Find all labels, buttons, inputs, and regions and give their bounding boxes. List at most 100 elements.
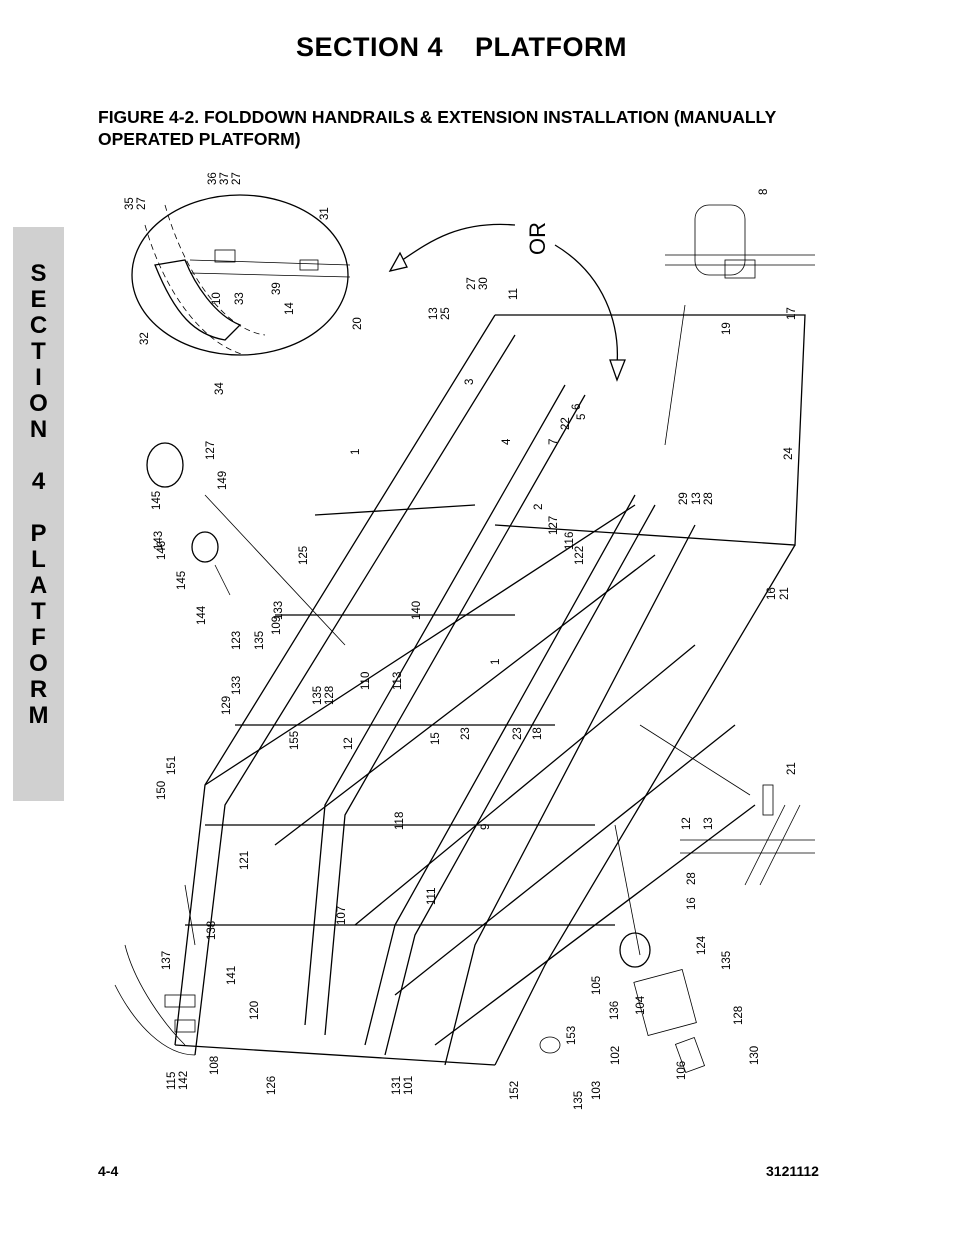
callout-label: 12 <box>343 737 355 750</box>
callout-label: 9 <box>480 824 492 830</box>
callout-label: 31 <box>319 207 331 220</box>
handrail-tube-detail <box>154 259 242 341</box>
side-tab-letter: M <box>28 702 49 729</box>
callout-label: 24 <box>783 447 795 460</box>
callout-label: 121 <box>239 851 251 870</box>
callout-label: 10 <box>211 292 223 305</box>
callout-label: 138 <box>206 921 218 940</box>
callout-label: 25 <box>440 307 452 320</box>
callout-label: 135 <box>721 951 733 970</box>
callout-label: 126 <box>266 1076 278 1095</box>
right-detail-top <box>665 204 815 279</box>
callout-label: 5 <box>576 414 588 420</box>
callout-label: 4 <box>501 438 513 445</box>
callout-label: 150 <box>156 781 168 800</box>
callout-label: 37 <box>219 172 231 185</box>
callout-label: 6 <box>571 404 583 410</box>
side-tab-letter: E <box>30 286 47 313</box>
document-number: 3121112 <box>766 1163 819 1179</box>
callout-label: 141 <box>226 966 238 985</box>
callout-label: 13 <box>428 307 440 320</box>
side-tab-letter: I <box>35 364 42 391</box>
parts-left <box>114 442 231 1056</box>
callout-label: 1 <box>490 659 502 665</box>
callout-label: 142 <box>178 1071 190 1090</box>
callout-label: 12 <box>681 817 693 830</box>
callout-label: 102 <box>610 1046 622 1065</box>
side-tab-letter: O <box>29 650 48 677</box>
callout-label: 27 <box>466 277 478 290</box>
detail-inset-circle <box>131 194 349 356</box>
callout-label: 140 <box>411 601 423 620</box>
callout-label: 39 <box>271 282 283 295</box>
callout-label: 118 <box>394 812 406 830</box>
callout-label: 16 <box>766 587 778 600</box>
arrow-down-head <box>609 359 626 382</box>
side-tab-letter: T <box>31 338 46 365</box>
figure-title: FIGURE 4-2. FOLDDOWN HANDRAILS & EXTENSI… <box>98 107 776 149</box>
arrow-down-curve <box>554 244 619 366</box>
callout-label: 135 <box>254 631 266 650</box>
callout-label: 21 <box>779 587 791 600</box>
callout-label: 34 <box>214 382 226 395</box>
callout-label: 28 <box>703 492 715 505</box>
section-title: SECTION 4 PLATFORM <box>296 32 628 62</box>
callout-label: 13 <box>703 817 715 830</box>
callout-label: 16 <box>686 897 698 910</box>
callout-label: 11 <box>508 288 520 300</box>
callout-label: 149 <box>217 471 229 490</box>
side-tab-letter: F <box>31 624 46 651</box>
callout-label: 124 <box>696 935 708 955</box>
callout-label: 32 <box>139 332 151 345</box>
platform-frame <box>174 314 806 1066</box>
callout-label: 151 <box>166 756 178 775</box>
callout-label: 30 <box>478 277 490 290</box>
callout-label: 135 <box>312 686 324 705</box>
callout-label: 101 <box>403 1076 415 1095</box>
callout-label: 18 <box>532 727 544 740</box>
callout-label: 14 <box>284 302 296 315</box>
callout-label: 120 <box>249 1001 261 1020</box>
callout-label: 104 <box>635 995 647 1015</box>
callout-label: 110 <box>360 672 372 690</box>
side-tab-letter: P <box>30 520 47 547</box>
callout-label: 111 <box>426 888 438 905</box>
callout-label: 145 <box>151 491 163 510</box>
callout-label: 125 <box>298 546 310 565</box>
callout-label: 109 <box>271 616 283 635</box>
callout-label: 107 <box>336 906 348 925</box>
right-detail-middle <box>680 784 815 886</box>
callout-label: 108 <box>209 1056 221 1075</box>
callout-label: 113 <box>392 672 404 690</box>
callout-label: 116 <box>564 532 576 550</box>
callout-label: 22 <box>560 417 572 430</box>
side-tab-letter: C <box>29 312 48 339</box>
callout-label: 130 <box>749 1046 761 1065</box>
callout-label: 135 <box>573 1091 585 1110</box>
callout-label: 23 <box>512 727 524 740</box>
page-number: 4-4 <box>98 1163 119 1179</box>
callout-label: 131 <box>391 1076 403 1095</box>
callout-label: 19 <box>721 322 733 335</box>
callout-label: 23 <box>460 727 472 740</box>
parts-bottom-right <box>539 932 706 1074</box>
parts-diagram: OR <box>114 172 815 1110</box>
side-tab-letter: L <box>31 546 46 573</box>
callout-label: 127 <box>548 516 560 535</box>
callout-label: 17 <box>786 307 798 320</box>
section-side-tab: S E C T I O N 4 P L A T F O R M <box>13 227 64 801</box>
leader-lines <box>184 304 751 956</box>
callout-label: 20 <box>352 317 364 330</box>
side-tab-letter: O <box>29 390 48 417</box>
callout-label: 29 <box>678 492 690 505</box>
callout-label: 128 <box>324 686 336 705</box>
callout-label: 122 <box>574 546 586 565</box>
callout-label: 115 <box>166 1072 178 1090</box>
callout-label: 129 <box>221 696 233 715</box>
callout-label: 133 <box>273 601 285 620</box>
callout-label: 1 <box>350 449 362 455</box>
callout-label: 155 <box>289 731 301 750</box>
side-tab-letter: T <box>31 598 46 625</box>
callout-label: 136 <box>609 1001 621 1020</box>
callout-label: 36 <box>207 172 219 185</box>
